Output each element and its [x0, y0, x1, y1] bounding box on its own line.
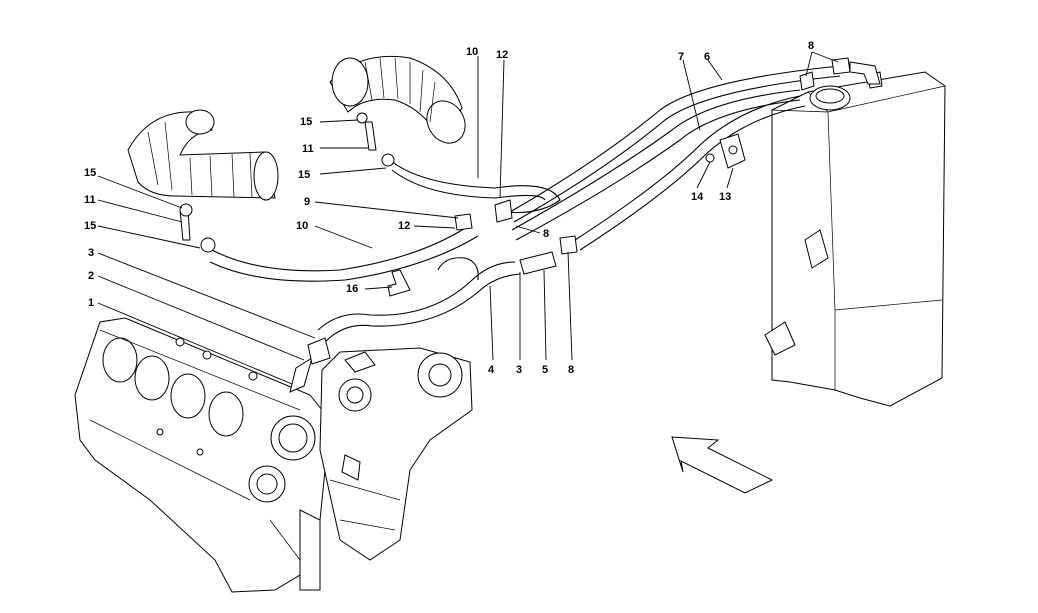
- callout-3-left: 3: [88, 247, 94, 259]
- air-duct-lower: [127, 109, 279, 201]
- callout-5: 5: [542, 364, 548, 376]
- hose-4: [317, 257, 521, 343]
- fittings: [179, 57, 881, 393]
- callout-10-upper: 10: [466, 46, 478, 58]
- hose-10-upper: [389, 159, 561, 214]
- callout-3-bottom: 3: [516, 364, 522, 376]
- callout-11-lower: 11: [84, 194, 96, 206]
- callout-11-upper: 11: [302, 143, 314, 155]
- callout-6: 6: [704, 51, 710, 63]
- callout-8-top: 8: [808, 40, 814, 52]
- hose-6-7: [509, 65, 841, 241]
- callout-15-top: 15: [300, 116, 312, 128]
- callout-13: 13: [719, 191, 731, 203]
- callout-10-lower: 10: [296, 220, 308, 232]
- callout-8-bottom: 8: [568, 364, 574, 376]
- hose-8-right: [574, 95, 806, 251]
- callout-15-mid: 15: [298, 169, 310, 181]
- direction-arrow: [671, 436, 774, 494]
- engine-block: [74, 317, 331, 593]
- callout-14: 14: [691, 191, 704, 203]
- callout-2: 2: [88, 270, 94, 282]
- callout-7: 7: [678, 51, 684, 63]
- pump-housing: [319, 347, 473, 561]
- callout-9: 9: [304, 196, 310, 208]
- callout-15-left: 15: [84, 167, 96, 179]
- callout-4: 4: [488, 364, 495, 376]
- expansion-tank: [764, 71, 946, 407]
- hose-10-lower: [209, 224, 479, 282]
- air-duct-upper: [329, 55, 466, 144]
- callout-12-top: 12: [496, 49, 508, 61]
- callout-8-mid: 8: [543, 228, 549, 240]
- callout-16: 16: [346, 283, 358, 295]
- callout-1: 1: [88, 297, 94, 309]
- leader-lines: [97, 51, 839, 385]
- callout-numbers: 1 2 3 15 11 15 15 11 15 9 10 16 12 10 12…: [84, 40, 814, 376]
- callout-12-mid: 12: [398, 220, 410, 232]
- callout-15-lower: 15: [84, 220, 96, 232]
